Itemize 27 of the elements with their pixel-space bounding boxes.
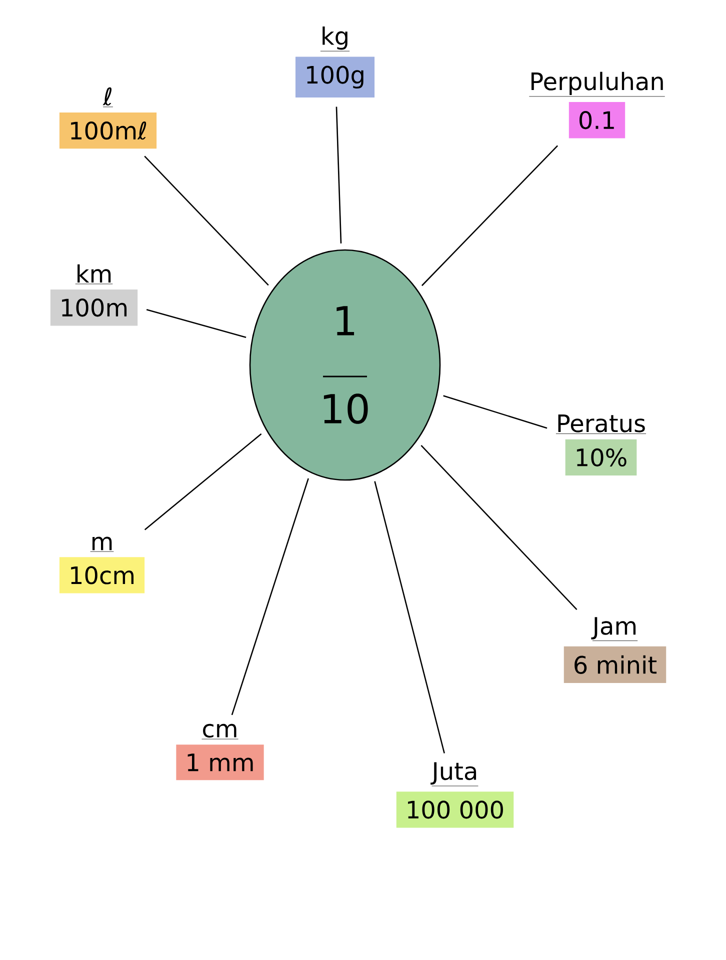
node-label: ℓ <box>102 87 112 106</box>
unit-card: Jam 6 minit <box>564 617 666 683</box>
node-label: Juta <box>430 762 476 785</box>
unit-card: m 10cm <box>59 536 145 594</box>
connector-line <box>144 433 262 530</box>
node-label: m <box>92 536 112 550</box>
node-label: Jam <box>591 617 636 640</box>
node-label: kg <box>322 26 348 50</box>
unit-card: Peratus 10% <box>556 414 646 476</box>
node-label: cm <box>203 724 236 738</box>
connector-line <box>421 145 558 286</box>
unit-card: cm 1 mm <box>176 724 264 780</box>
connector-line <box>336 106 342 244</box>
connector-line <box>146 309 246 338</box>
unit-card: Perpuluhan 0.1 <box>528 72 666 138</box>
node-label: Perpuluhan <box>532 72 663 96</box>
unit-card: Juta 100 000 <box>396 762 514 828</box>
unit-card: kg 100g <box>295 26 375 98</box>
connector-line <box>443 395 548 429</box>
connector-line <box>231 478 309 716</box>
node-label: km <box>78 264 111 283</box>
connector-line <box>420 444 578 610</box>
node-label: Peratus <box>558 414 645 432</box>
connector-line <box>374 481 445 754</box>
unit-card: km 100m <box>50 264 138 326</box>
connector-line <box>144 156 269 286</box>
unit-card: ℓ 100mℓ <box>59 87 157 149</box>
